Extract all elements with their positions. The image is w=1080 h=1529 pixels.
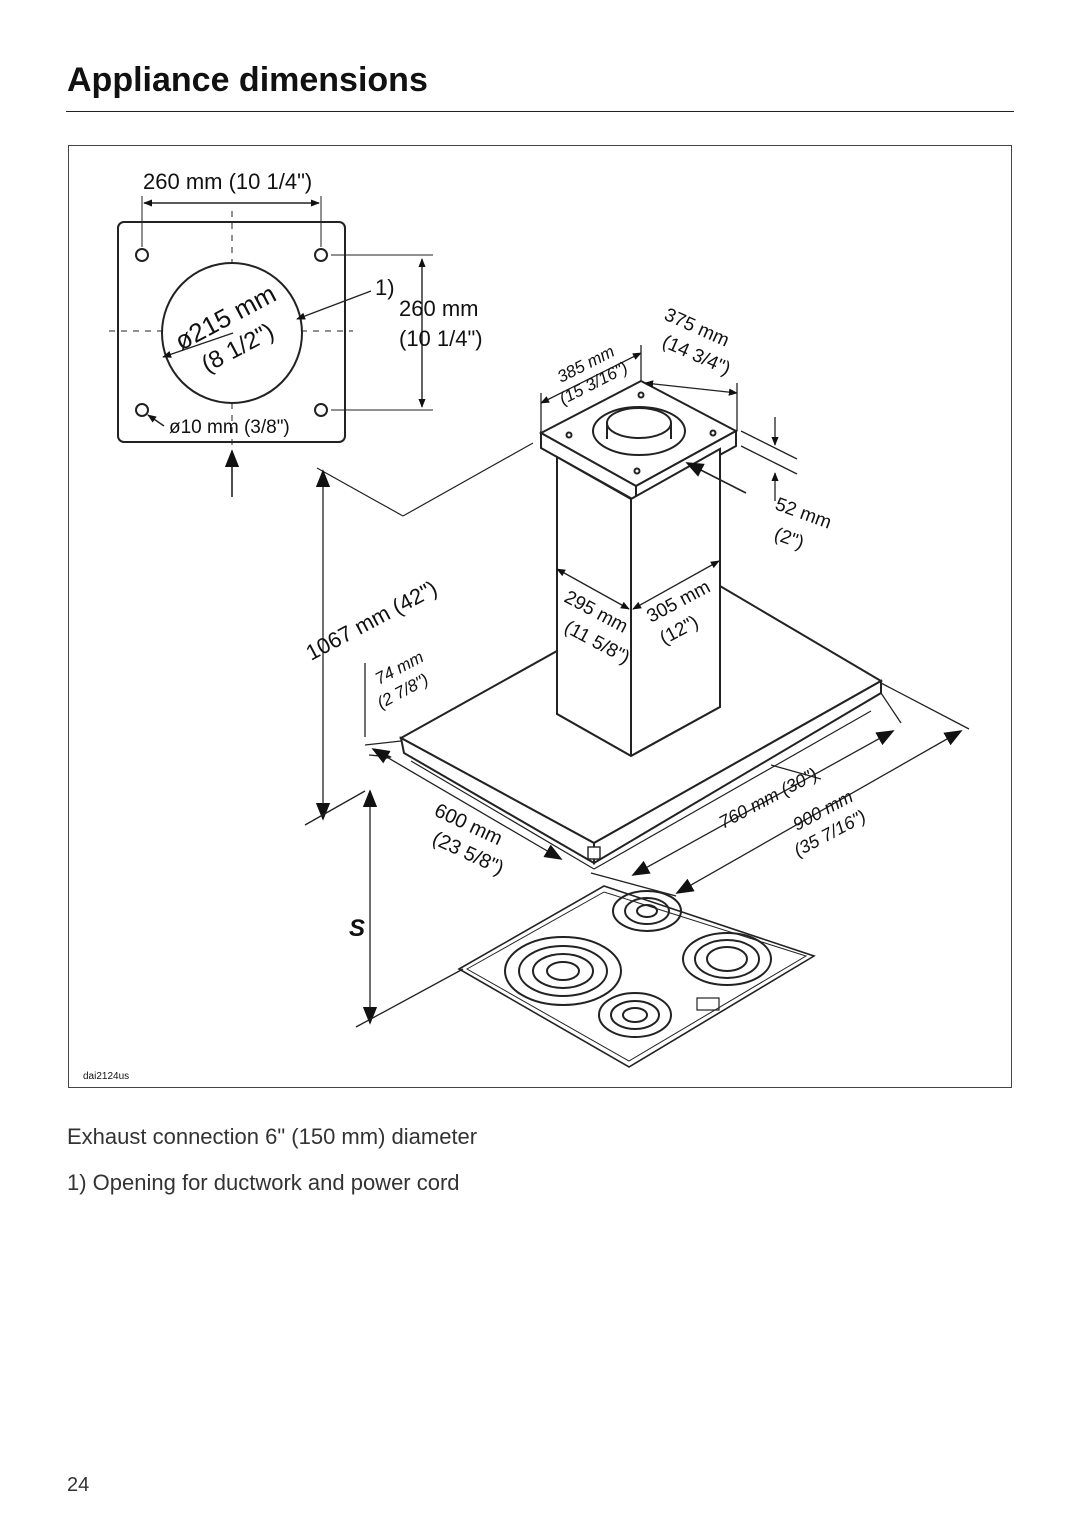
hood-drawing [316,379,884,1068]
page-title: Appliance dimensions [67,61,428,99]
mounting-hole [135,403,149,417]
drawing-code: dai2124us [83,1071,129,1082]
label-plate-height-in: (10 1/4") [399,326,483,351]
mounting-hole [135,248,149,262]
dimension-drawing: 260 mm (10 1/4") 1) 260 mm (10 1/4") ø21… [68,145,1012,1088]
label-plate-height-mm: 260 mm [399,296,478,321]
exhaust-caption: Exhaust connection 6" (150 mm) diameter [67,1124,478,1149]
label-plate-width: 260 mm (10 1/4") [143,169,312,194]
dimension-drawing-svg: 260 mm (10 1/4") 1) 260 mm (10 1/4") ø21… [83,169,970,1082]
note-1-caption: 1) Opening for ductwork and power cord [67,1170,460,1195]
label-hole-dia: ø10 mm (3/8") [169,417,290,438]
title-divider [66,111,1014,112]
mounting-hole [314,403,328,417]
mounting-hole [314,248,328,262]
mounting-plate [109,196,433,497]
label-safety-distance: S [349,915,365,942]
hood-dimensions [304,345,970,1028]
label-plate-thickness-in: (2") [771,524,806,554]
page-number: 24 [67,1474,90,1496]
label-note-marker: 1) [375,275,395,300]
